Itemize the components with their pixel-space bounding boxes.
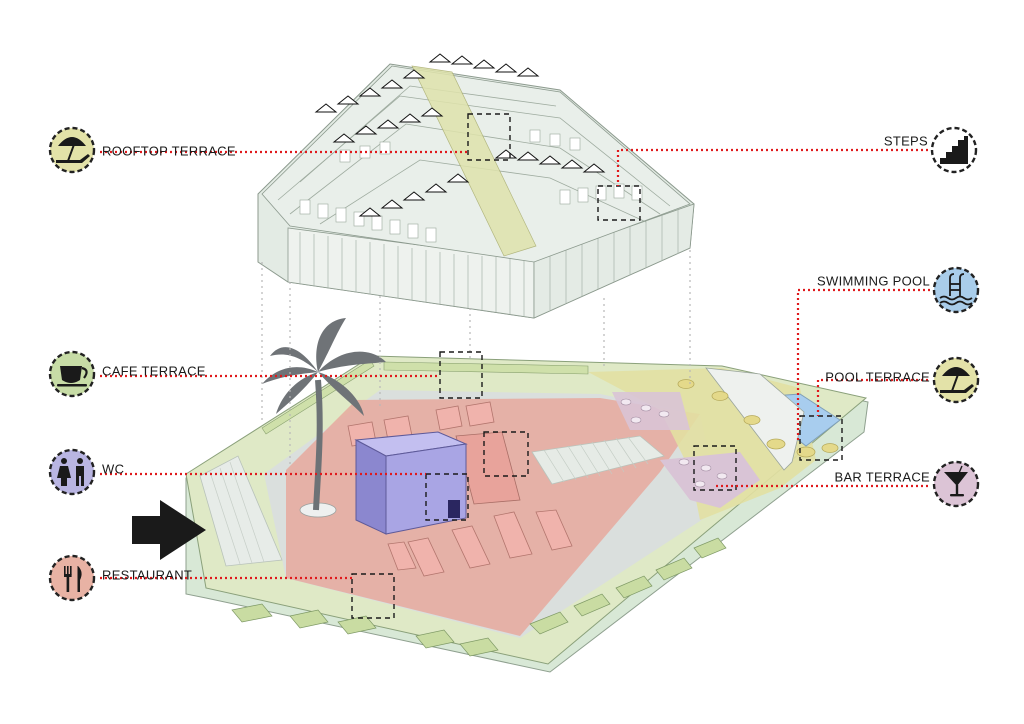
label-swimming-pool: SWIMMING POOL [817, 266, 980, 314]
bar-terrace-label: BAR TERRACE [834, 469, 930, 484]
label-pool-terrace: POOL TERRACE [825, 356, 980, 404]
stairs-icon [940, 136, 968, 164]
leader-lines [100, 148, 930, 580]
swimming-pool-label: SWIMMING POOL [817, 273, 930, 288]
restaurant-label: RESTAURANT [102, 567, 192, 582]
steps-label: STEPS [884, 133, 928, 148]
cocktail-glass-icon [944, 465, 968, 497]
pool-terrace-label: POOL TERRACE [825, 369, 930, 384]
label-rooftop-terrace: ROOFTOP TERRACE [48, 126, 236, 174]
bar-terrace-zone [660, 452, 760, 508]
roof-walkway [411, 65, 537, 257]
entrance-arrow [132, 500, 206, 560]
focus-boxes [351, 113, 843, 619]
coffee-cup-icon [57, 366, 88, 387]
label-bar-terrace: BAR TERRACE [834, 460, 980, 508]
wc-building [354, 431, 468, 535]
label-steps: STEPS [884, 126, 978, 174]
roof-level [257, 53, 695, 319]
fork-knife-icon [64, 566, 82, 592]
rooftop-terrace-label: ROOFTOP TERRACE [102, 143, 236, 158]
pool-ladder-icon [939, 273, 973, 306]
label-restaurant: RESTAURANT [48, 554, 192, 602]
beach-umbrella-lounger-icon [940, 367, 974, 393]
central-steps [531, 435, 665, 485]
ground-floor-plan [132, 318, 869, 673]
cafe-terrace-label: CAFE TERRACE [102, 363, 206, 378]
wc-label: WC [102, 461, 124, 476]
label-cafe-terrace: CAFE TERRACE [48, 350, 206, 398]
beach-umbrella-lounger-icon [56, 137, 90, 163]
label-wc: WC [48, 448, 124, 496]
roof-umbrellas [314, 53, 606, 217]
entrance-ramp [199, 455, 283, 567]
palm-tree [262, 318, 386, 518]
toilet-people-icon [57, 458, 84, 486]
